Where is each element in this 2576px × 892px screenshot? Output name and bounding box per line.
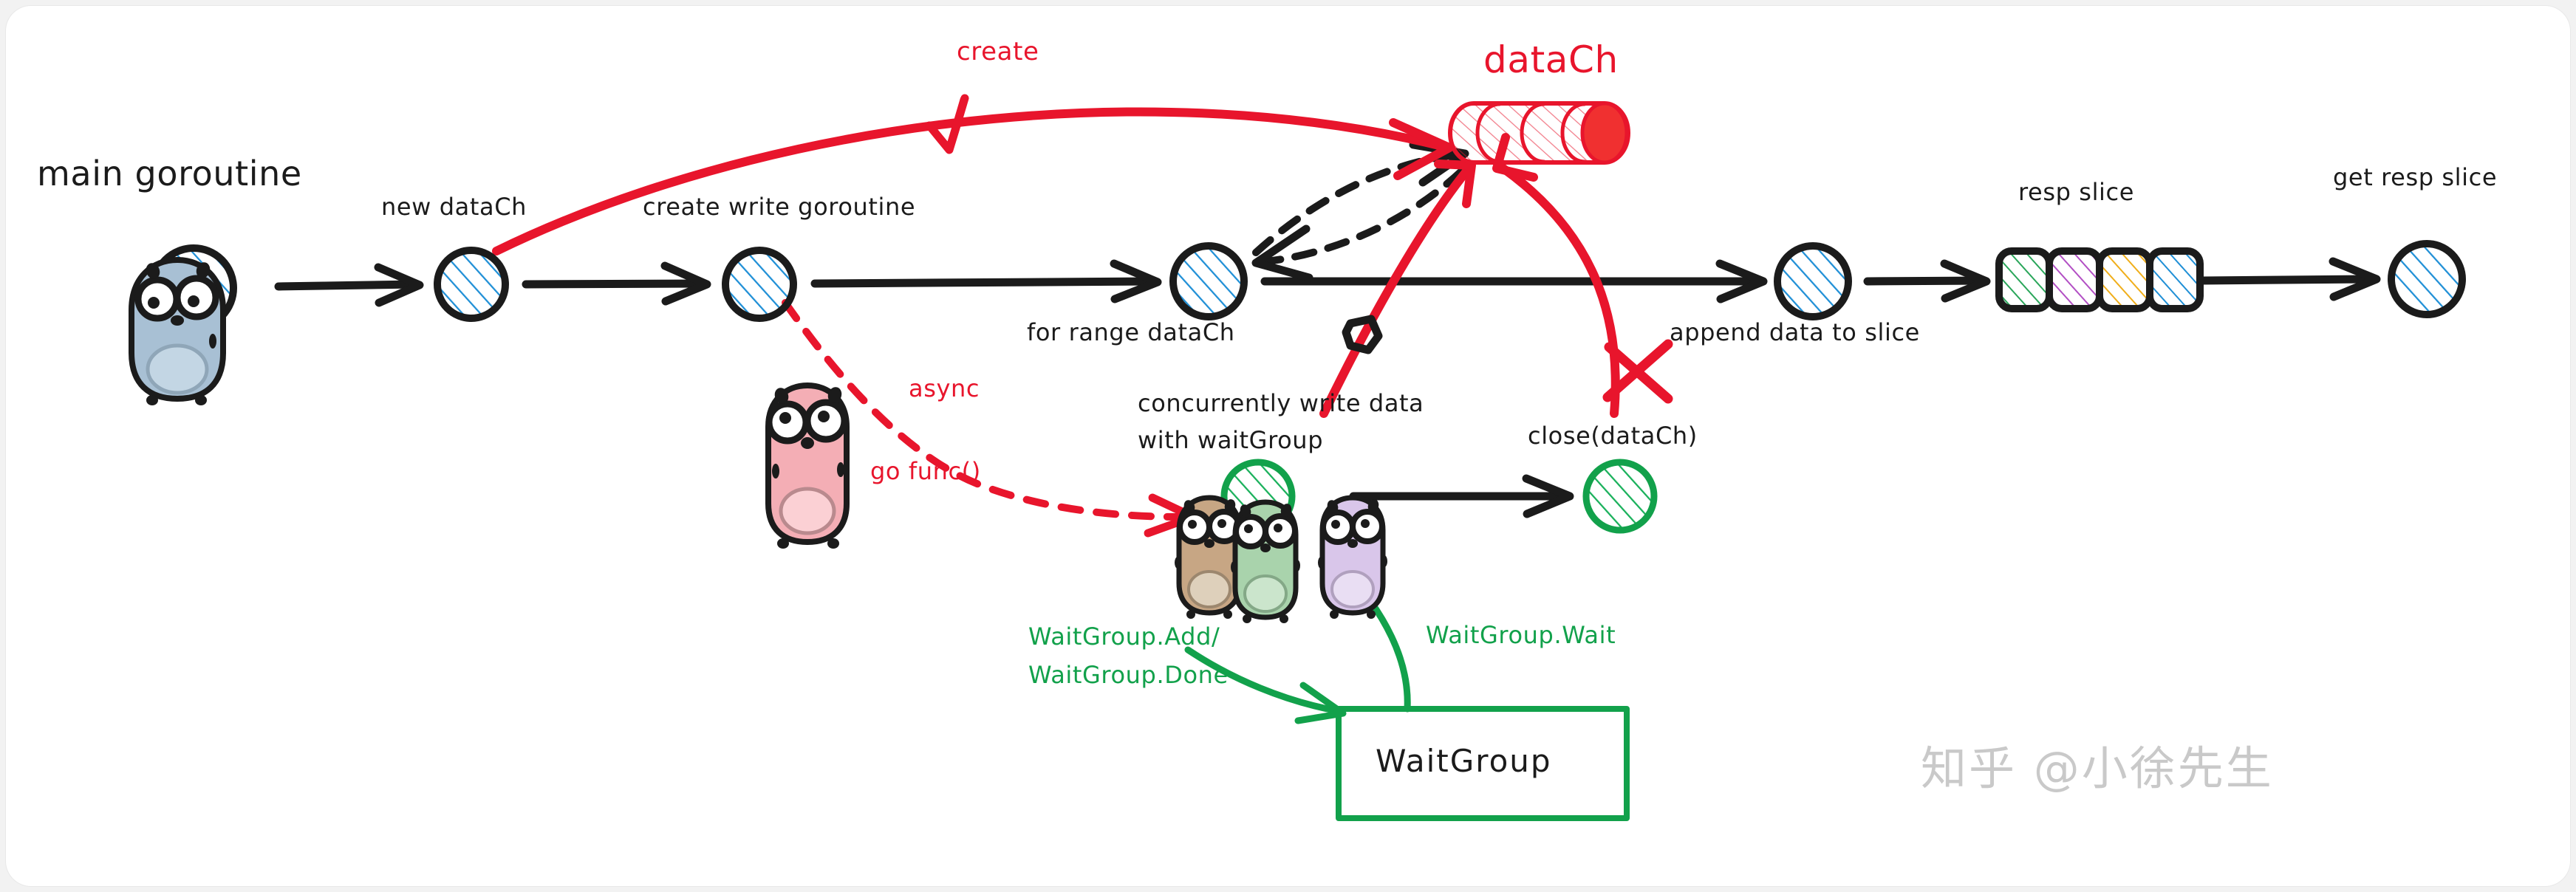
worker-gopher-tan [1175, 495, 1244, 619]
worker-gopher-purple [1318, 495, 1387, 619]
label-for-range-datach: for range dataCh [1027, 318, 1235, 346]
flow-arrow-createwg-to-forrange [810, 259, 1162, 303]
label-go-func: go func() [870, 457, 981, 485]
dashed-arrow-channel-receive [1257, 168, 1465, 266]
label-async: async [909, 374, 980, 402]
node-close-datach-circle [1582, 459, 1658, 534]
label-close-datach: close(dataCh) [1528, 422, 1698, 450]
watermark: 知乎 @小徐先生 [1921, 741, 2274, 795]
worker-gopher-green [1231, 499, 1300, 623]
resp-slice-boxes [1995, 247, 2204, 312]
main-goroutine-gopher [129, 257, 226, 405]
flow-arrow-forrange-to-append [1260, 259, 1768, 303]
label-concurrently-write-line1: concurrently write data [1138, 389, 1424, 417]
marker-dot-icon [1342, 315, 1383, 354]
waitgroup-box-shape [1336, 706, 1630, 821]
label-waitgroup-box: WaitGroup [1376, 743, 1552, 779]
label-get-resp-slice: get resp slice [2333, 163, 2498, 191]
node-for-range-datach-circle [1169, 242, 1248, 320]
label-waitgroup-add: WaitGroup.Add/ [1028, 622, 1220, 651]
node-create-write-goroutine-circle [722, 247, 797, 322]
datach-pipe [1448, 101, 1630, 165]
waitgroup-add-done-arrow [1184, 646, 1347, 724]
dashed-arrow-channel-receive-head [1251, 224, 1313, 282]
label-resp-slice: resp slice [2018, 178, 2135, 206]
label-concurrently-write-line2: with waitGroup [1138, 426, 1324, 454]
red-close-datach-arrow [1492, 133, 1620, 418]
red-async-dashed-arrow [782, 299, 1186, 521]
node-append-data-circle [1774, 242, 1852, 320]
red-cross-out-icon [1602, 339, 1673, 404]
write-goroutine-gopher [765, 382, 850, 549]
red-create-arrow [492, 107, 1454, 255]
flow-arrow-append-to-respslice [1863, 259, 1991, 303]
label-create: create [957, 37, 1039, 66]
label-append-data-to-slice: append data to slice [1670, 318, 1920, 346]
flow-arrow-newch-to-createwg [522, 261, 711, 306]
label-datach: dataCh [1483, 38, 1619, 81]
label-main-goroutine: main goroutine [37, 154, 302, 193]
label-waitgroup-done: WaitGroup.Done [1028, 661, 1229, 689]
label-waitgroup-wait: WaitGroup.Wait [1426, 621, 1616, 649]
node-new-datach-circle [434, 247, 509, 322]
red-write-to-channel-arrow [1319, 159, 1476, 418]
flow-arrow-main-to-newch [274, 263, 424, 307]
diagram-card [6, 6, 2570, 886]
flow-arrow-respslice-to-getresp [2197, 257, 2381, 301]
node-get-resp-slice-circle [2388, 240, 2466, 318]
label-create-write-goroutine: create write goroutine [643, 193, 916, 221]
flow-arrow-writegoroutine-to-close [1349, 474, 1574, 518]
label-new-datach: new dataCh [381, 193, 527, 221]
red-create-check-icon [925, 94, 969, 154]
